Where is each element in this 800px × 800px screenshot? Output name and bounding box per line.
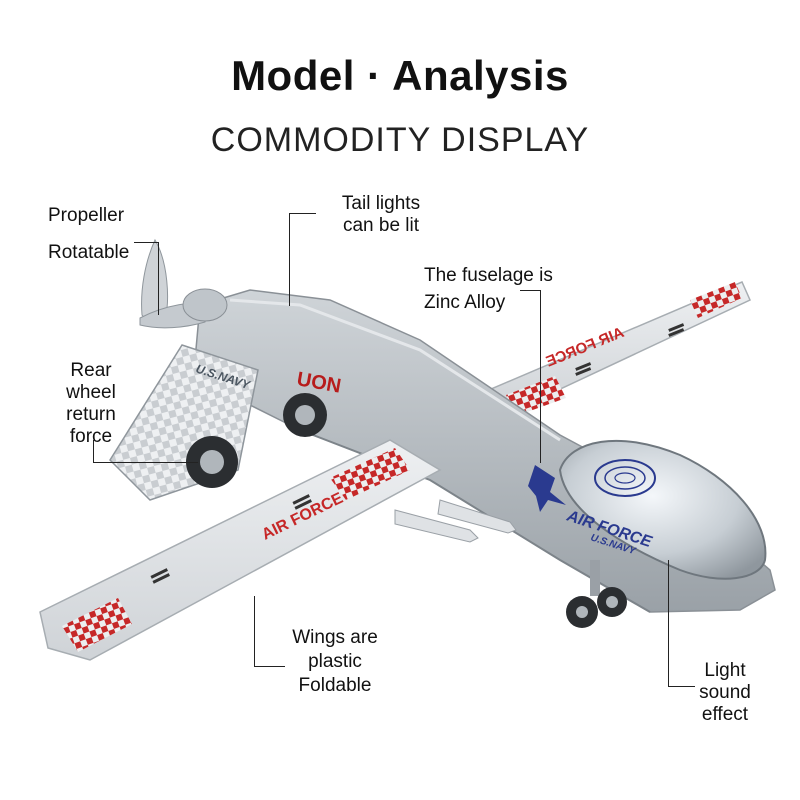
callout-fuselage-line-2: Zinc Alloy — [424, 292, 506, 313]
callout-wings-line-1: Wings are — [292, 627, 378, 648]
rear-wheels — [186, 393, 327, 488]
leader-rear-wheel — [93, 440, 198, 463]
callout-wings: Wings are plastic Foldable — [280, 626, 390, 698]
callout-light-sound-line-1: Light — [704, 660, 746, 681]
callout-light-sound-line-2: sound — [699, 682, 751, 703]
tail-fin: U.S.NAVY — [109, 344, 259, 501]
callout-tail-lights: Tail lights can be lit — [326, 193, 436, 237]
callout-tail-lights-line-1: Tail lights — [341, 193, 421, 214]
leader-wings — [254, 596, 285, 667]
callout-propeller: Propeller — [48, 205, 125, 226]
callout-tail-lights-line-2: can be lit — [342, 215, 420, 236]
callout-rear-wheel-line-1: Rear — [70, 360, 112, 381]
callout-light-sound: Light sound effect — [690, 660, 760, 726]
leader-light-sound — [668, 560, 695, 687]
callout-rotatable: Rotatable — [48, 242, 130, 263]
page-subtitle: COMMODITY DISPLAY — [210, 121, 590, 159]
front-wheels — [566, 560, 627, 628]
callout-light-sound-line-3: effect — [701, 704, 749, 725]
propeller — [139, 238, 228, 329]
callout-wings-line-2: plastic — [308, 651, 362, 672]
callout-fuselage: The fuselage is Zinc Alloy — [424, 262, 553, 316]
callout-rear-wheel-line-4: force — [69, 426, 113, 447]
leader-fuselage — [520, 290, 541, 463]
page-title: Model · Analysis — [231, 52, 569, 99]
callout-rear-wheel-line-3: return — [66, 404, 116, 425]
leader-rotatable — [134, 242, 159, 315]
callout-rear-wheel-line-2: wheel — [66, 382, 116, 403]
callout-rear-wheel: Rear wheel return force — [56, 360, 126, 448]
canopy — [558, 439, 767, 580]
leader-tail-lights — [289, 213, 316, 306]
callout-wings-line-3: Foldable — [298, 675, 372, 696]
callout-fuselage-line-1: The fuselage is — [424, 265, 553, 286]
